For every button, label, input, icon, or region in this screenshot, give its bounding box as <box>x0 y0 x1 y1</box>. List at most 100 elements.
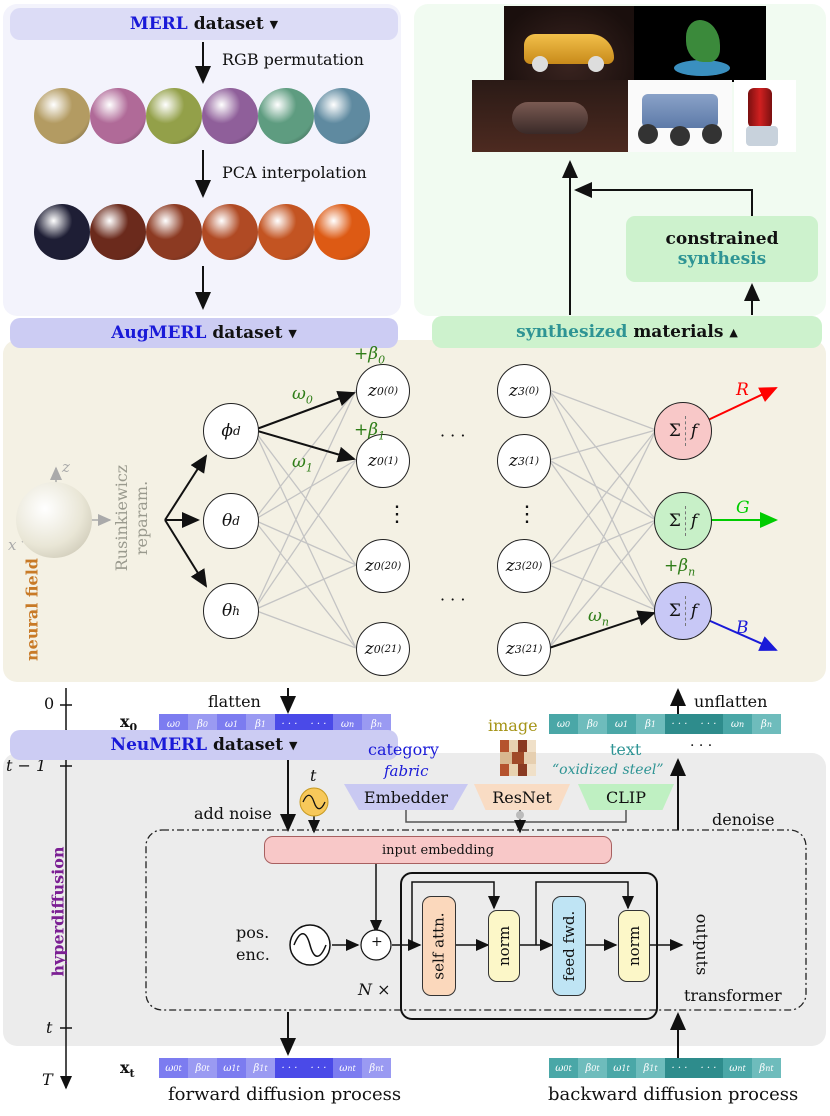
input-embedding-block: input embedding <box>264 836 612 864</box>
synthesized-caret-icon: ▲ <box>729 325 738 339</box>
neumerl-title: NeuMERL <box>110 735 208 755</box>
render-rover <box>628 80 732 152</box>
transformer-block <box>400 872 658 1020</box>
augmerl-dataset-header[interactable]: AugMERL dataset ▼ <box>10 318 398 348</box>
tok_out-token-5: · · · <box>665 714 694 734</box>
row1-sphere-6 <box>314 88 370 144</box>
norm-block-1: norm <box>488 910 520 982</box>
backward-caption: backward diffusion process <box>548 1084 799 1105</box>
feed-forward-block: feed fwd. <box>552 896 586 996</box>
row2-sphere-3 <box>146 204 202 260</box>
neumerl-dataset-header[interactable]: NeuMERL dataset ▼ <box>10 730 398 760</box>
output-b-label: B <box>736 618 749 638</box>
resnet-block: ResNet <box>474 784 570 810</box>
row2-sphere-1 <box>34 204 90 260</box>
constrained-label: constrained <box>665 229 779 249</box>
output-r-label: R <box>736 380 749 400</box>
clip-block: CLIP <box>578 784 674 810</box>
constrained-synthesis-box[interactable]: constrained synthesis <box>626 216 818 282</box>
materials-word: materials <box>633 322 724 342</box>
weight-omega1: ω1 <box>292 452 313 475</box>
weight-omega0: ω0 <box>292 384 313 407</box>
timeline-t-minus-1: t − 1 <box>6 756 47 775</box>
add-noise-label: add noise <box>194 804 272 823</box>
timeline-0: 0 <box>44 694 55 713</box>
merl-title: MERL <box>129 14 188 34</box>
row1-sphere-5 <box>258 88 314 144</box>
category-heading: category <box>368 740 439 759</box>
norm-block-2: norm <box>618 910 650 982</box>
tok_x0-token-5: · · · <box>275 714 304 734</box>
output-ellipsis: · · · <box>690 738 713 754</box>
image-heading: image <box>488 716 538 735</box>
merl-dataset-header[interactable]: MERL dataset ▼ <box>10 8 398 40</box>
bias-beta0: +β0 <box>354 344 386 367</box>
horizontal-dots-bottom: · · · <box>440 590 466 609</box>
augmerl-suffix: dataset <box>212 323 283 343</box>
transformer-label: transformer <box>684 986 782 1005</box>
category-value: fabric <box>384 762 429 780</box>
tok_out-token-6: · · · <box>694 714 723 734</box>
row2-sphere-6 <box>314 204 370 260</box>
n-times-label: N × <box>358 980 391 999</box>
bias-betan: +βn <box>664 556 696 579</box>
noise-t-symbol: t <box>310 766 317 785</box>
timeline-T: T <box>42 1070 53 1089</box>
synthesized-materials-header[interactable]: synthesized materials ▲ <box>432 316 822 348</box>
text-heading: text <box>610 740 642 759</box>
augmerl-title: AugMERL <box>111 323 207 343</box>
weight-omegan: ωn <box>588 606 609 629</box>
resnet-label: ResNet <box>492 787 552 807</box>
render-spaceship <box>472 80 628 152</box>
input-embedding-label: input embedding <box>381 842 495 858</box>
output-g-label: G <box>736 498 750 518</box>
unit-sphere <box>16 482 92 558</box>
x0-label: x0 <box>120 712 138 735</box>
render-coffee-maker <box>734 80 796 152</box>
unflatten-label: unflatten <box>694 692 768 711</box>
bias-beta1: +β1 <box>354 420 386 443</box>
plus-node: + <box>371 934 383 950</box>
vertical-dots-layer0: ⋮ <box>386 502 408 527</box>
tok_bt-token-6: · · · <box>694 1058 723 1078</box>
forward-caption: forward diffusion process <box>168 1084 402 1105</box>
neumerl-caret-icon: ▼ <box>288 738 298 752</box>
render-dragon <box>634 6 766 82</box>
text-value: “oxidized steel” <box>552 762 664 778</box>
neumerl-suffix: dataset <box>213 735 284 755</box>
axis-z-label: z <box>62 458 70 476</box>
row1-sphere-4 <box>202 88 258 144</box>
vertical-dots-layer3: ⋮ <box>516 502 538 527</box>
embedder-label: Embedder <box>363 787 449 807</box>
xt-label: xt <box>120 1058 135 1081</box>
pos-enc-label: pos.enc. <box>236 923 270 964</box>
rgb-permutation-label: RGB permutation <box>222 50 364 69</box>
